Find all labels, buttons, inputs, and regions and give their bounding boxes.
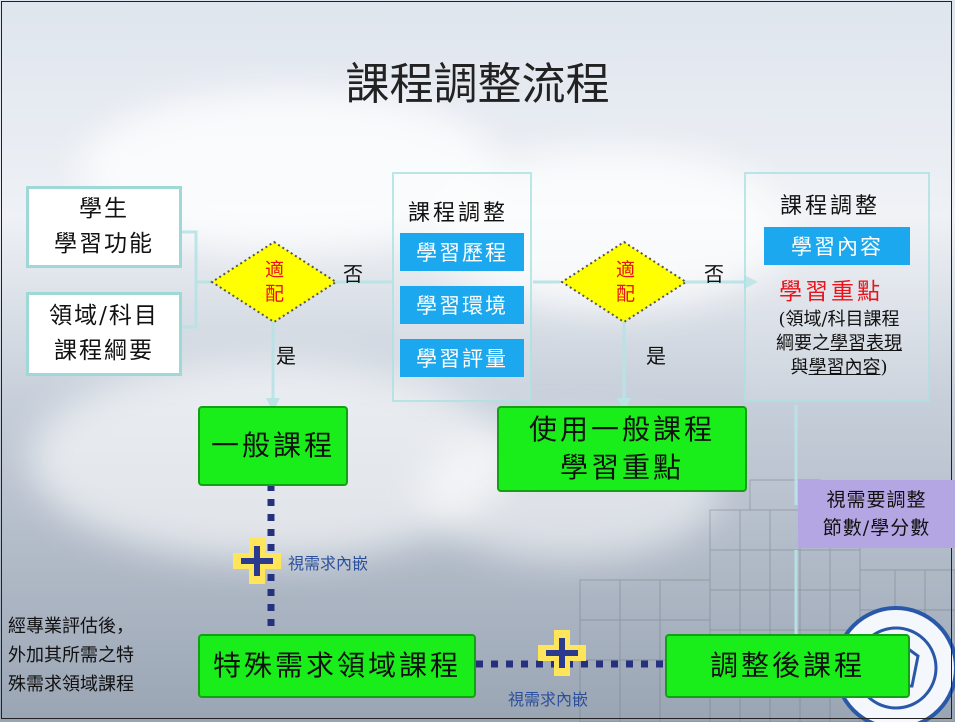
note-underlined-text: 學習表現 <box>830 333 902 354</box>
adjust-hours-note: 視需要調整節數/學分數 <box>798 480 955 548</box>
box-line: 學習功能 <box>54 231 154 257</box>
box-line: 使用一般課程 <box>528 413 715 446</box>
box-line: 學生 <box>79 196 129 222</box>
page-title: 課程調整流程 <box>345 59 610 110</box>
plus-icon <box>233 538 281 584</box>
yes-label: 是 <box>646 344 666 368</box>
arrow-head <box>744 275 758 289</box>
fit-decision-diamond <box>560 240 688 324</box>
curriculum-guideline-box: 領域/科目課程綱要 <box>26 292 182 376</box>
adjustment-panel-right <box>744 172 930 402</box>
yes-label: 是 <box>276 344 296 368</box>
learning-environment-item: 學習環境 <box>400 286 524 324</box>
learning-assessment-item: 學習評量 <box>400 339 524 377</box>
note-line: 與學習內容) <box>750 356 928 380</box>
learning-content-item: 學習內容 <box>764 227 910 265</box>
note-line: 外加其所需之特 <box>8 645 134 666</box>
general-focus-box: 使用一般課程學習重點 <box>497 406 747 492</box>
arrow-head <box>617 398 631 412</box>
special-needs-note: 經專業評估後， 外加其所需之特 殊需求領域課程 <box>8 612 134 699</box>
arrow-head <box>266 398 280 412</box>
no-label: 否 <box>343 262 363 286</box>
student-learning-function-box: 學生學習功能 <box>26 186 182 268</box>
general-course-box: 一般課程 <box>198 406 348 486</box>
note-line: 綱要之學習表現 <box>750 332 928 356</box>
diamond-label: 適配 <box>265 259 285 305</box>
diamond-label: 適配 <box>616 259 636 305</box>
note-line: 經專業評估後， <box>8 616 134 637</box>
box-line: 視需要調整 <box>826 489 927 511</box>
learning-focus-note: (領域/科目課程 綱要之學習表現 與學習內容) <box>750 308 928 380</box>
note-underlined-text: 學習內容 <box>808 357 881 378</box>
panel-heading: 課程調整 <box>780 194 881 219</box>
embed-label: 視需求內嵌 <box>508 690 589 709</box>
adjusted-course-box: 調整後課程 <box>665 634 910 698</box>
learning-focus-label: 學習重點 <box>779 279 883 305</box>
no-label: 否 <box>704 262 724 286</box>
box-line: 學習重點 <box>559 451 684 484</box>
note-line: (領域/科目課程 <box>778 309 900 330</box>
note-line: 殊需求領域課程 <box>8 674 134 695</box>
box-line: 領域/科目 <box>49 303 159 329</box>
note-text: ) <box>880 357 888 378</box>
fit-decision-diamond <box>210 240 338 324</box>
box-line: 節數/學分數 <box>822 517 931 539</box>
note-text: 綱要之 <box>776 333 830 354</box>
box-line: 課程綱要 <box>54 338 154 364</box>
plus-icon <box>538 630 586 676</box>
note-text: 與 <box>790 357 809 378</box>
special-course-box: 特殊需求領域課程 <box>198 634 476 698</box>
panel-heading: 課程調整 <box>408 201 509 226</box>
embed-label: 視需求內嵌 <box>288 554 369 573</box>
learning-process-item: 學習歷程 <box>400 233 524 271</box>
